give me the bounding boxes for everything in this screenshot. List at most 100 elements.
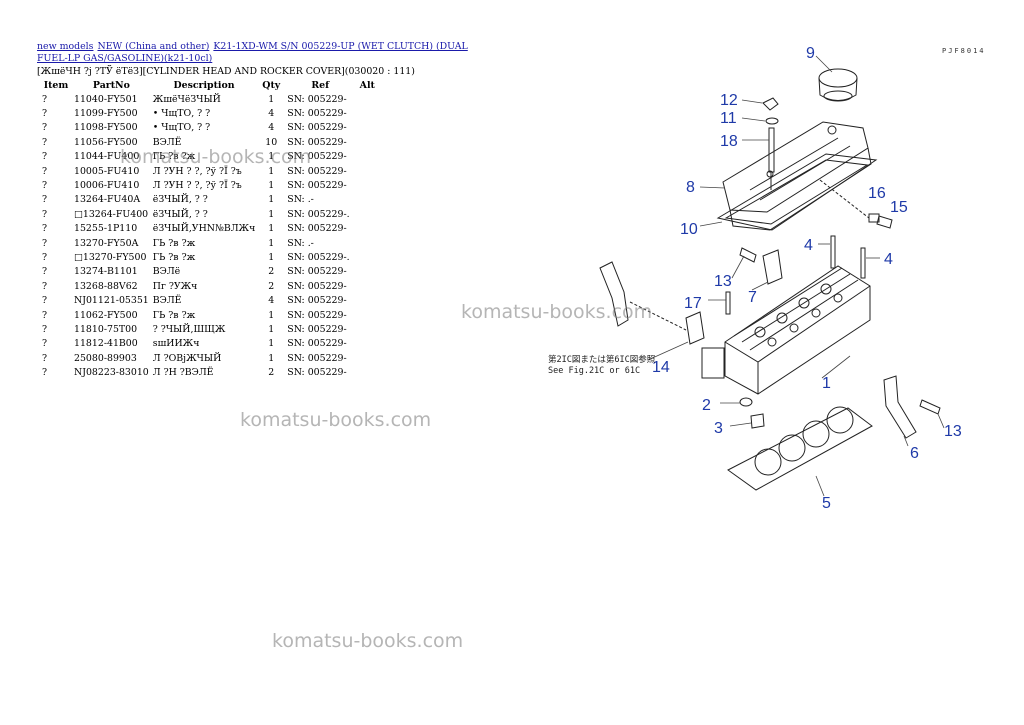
cell-description: ёЗЧЫЙ,УНN№ВЛЖч [152,223,256,235]
cell-part-no: 25080-89903 [74,352,137,364]
cell-part-no: 13264-FU40A [74,194,141,206]
cell-item: ? [42,266,48,278]
cell-ref: SN: 005229- [287,295,347,307]
cell-item: ? [42,208,48,220]
callout-13-right: 13 [944,423,962,440]
engine-hanger-drawing [599,249,783,345]
watermark-3: komatsu-books.com [240,409,432,431]
cell-ref: SN: 005229-. [287,208,350,220]
cell-description: Л ?Н ?ВЭЛЁ [152,367,214,379]
diagram-code: PJF8014 [942,47,986,55]
cell-item: ? [42,194,48,206]
grommet-washer-bolt-drawing [762,97,779,190]
cell-description: Л ?УН ? ?, ?ў ?Ї ?ъ [152,180,242,192]
callout-8: 8 [686,179,695,196]
cell-part-no: 13274-B1101 [74,266,138,278]
cell-description: ГЬ ?в ?ж [152,251,196,263]
header-alt: Alt [359,80,375,91]
cell-qty: 4 [268,295,275,307]
cell-ref: SN: 005229- [287,323,347,335]
cell-ref: SN: .- [287,194,314,206]
cell-qty: 4 [268,108,275,120]
header-part-no: PartNo [92,80,130,91]
cell-alt [355,150,379,164]
callout-5: 5 [822,495,831,510]
callout-17: 17 [684,295,702,312]
cell-qty: 4 [268,122,275,134]
plug-washer-drawing [739,397,765,429]
cell-description: ёЗЧЫЙ, ? ? [152,194,208,206]
head-gasket-drawing [727,406,873,491]
cell-description: ВЭЛё [152,266,181,278]
cell-part-no: 11099-FY500 [74,108,138,120]
cell-item: ? [42,237,48,249]
cell-ref: SN: 005229- [287,165,347,177]
diagram-note-english: See Fig.21C or 61C [548,366,640,376]
small-bolts-drawing [629,247,757,331]
callout-4-right: 4 [884,251,893,268]
cell-ref: SN: 005229- [287,108,347,120]
cell-qty: 1 [268,208,275,220]
breadcrumb-link-new-china[interactable]: NEW (China and other) [97,41,210,52]
cell-alt [355,351,379,365]
cell-item: ? [42,165,48,177]
cell-qty: 1 [268,151,275,163]
cell-alt [355,365,379,379]
cell-ref: SN: .- [287,237,314,249]
callout-13-top: 13 [714,273,732,290]
cell-ref: SN: 005229- [287,352,347,364]
header-item: Item [43,80,69,91]
cylinder-head-drawing [701,265,871,395]
cell-item: ? [42,280,48,292]
breadcrumb-link-model[interactable]: K21-1XD-WM S/N 005229-UP (WET CLUTCH) (D… [37,41,468,64]
cell-qty: 2 [268,266,275,278]
cover-gasket-drawing [716,153,878,231]
callout-3: 3 [714,420,723,437]
cell-item: ? [42,223,48,235]
cell-item: ? [42,108,48,120]
header-ref: Ref [311,80,330,91]
cell-alt [355,322,379,336]
cell-alt [355,106,379,120]
cell-ref: SN: 005229- [287,180,347,192]
bracket-drawing [883,375,941,439]
watermark-4: komatsu-books.com [272,630,464,652]
cell-item: ? [42,309,48,321]
cell-alt [355,222,379,236]
cell-item: ? [42,352,48,364]
cell-part-no: 13268-88V62 [74,280,138,292]
cell-part-no: 11040-FY501 [74,93,138,105]
cell-alt [355,207,379,221]
cell-part-no: 11098-FY500 [74,122,138,134]
stud-bolts-drawing [830,235,866,279]
cell-description: Л ?ОВјЖЧЫЙ [152,352,222,364]
cell-alt [355,250,379,264]
cell-qty: 1 [268,165,275,177]
cell-description: ? ?ЧЫЙ,ШЩЖ [152,323,226,335]
cell-item: ? [42,251,48,263]
callout-12: 12 [720,92,738,109]
callout-16: 16 [868,185,886,202]
cell-alt [355,121,379,135]
cell-ref: SN: 005229- [287,93,347,105]
cell-part-no: 10005-FU410 [74,165,140,177]
callout-4-left: 4 [804,237,813,254]
cell-description: ВЭЛЁ [152,295,182,307]
cell-item: ? [42,323,48,335]
callout-11: 11 [720,110,737,127]
breadcrumb-link-new-models[interactable]: new models [37,41,94,52]
cell-alt [355,337,379,351]
cell-ref: SN: 005229- [287,136,347,148]
cell-item: ? [42,122,48,134]
cell-description: • ЧщТО, ? ? [152,122,211,134]
cell-qty: 1 [268,93,275,105]
